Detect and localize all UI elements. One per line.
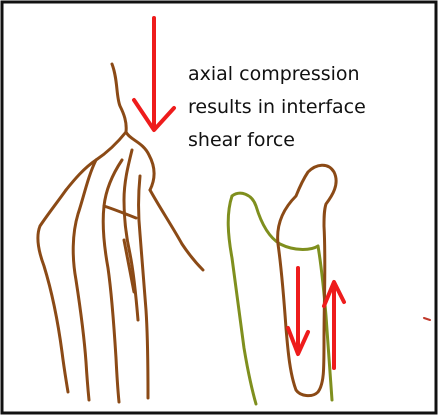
caption-line-3: shear force bbox=[188, 129, 295, 151]
femur-inner-line-b bbox=[139, 176, 149, 398]
caption-line-1: axial compression bbox=[188, 63, 360, 85]
femur-trochanter-stroke bbox=[150, 190, 203, 270]
femur-sketch bbox=[38, 64, 203, 402]
stray-mark bbox=[424, 318, 430, 320]
femur-shaft-line-2 bbox=[73, 160, 96, 400]
caption-line-2: results in interface bbox=[188, 96, 366, 118]
femur-inner-line-a bbox=[124, 150, 138, 320]
femur-left-cortex bbox=[38, 190, 68, 392]
shear-arrows bbox=[288, 268, 344, 368]
femur-cross-stroke bbox=[104, 206, 136, 218]
femur-shaft-line-3 bbox=[103, 160, 122, 402]
femur-head-stroke bbox=[112, 64, 126, 132]
axial-compression-arrow bbox=[134, 18, 174, 130]
prosthesis-stem bbox=[278, 165, 337, 395]
